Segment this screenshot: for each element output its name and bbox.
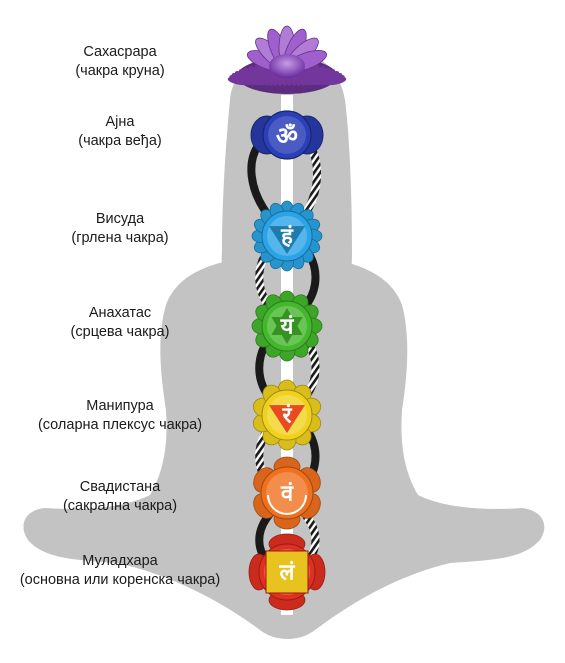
label-sahasrara: Сахасрара (чакра круна): [0, 43, 240, 81]
chakra-manipura-icon: रं: [252, 379, 322, 451]
label-anahata: Анахатас (срцева чакра): [0, 304, 240, 342]
chakra-icons: ॐ हं यं रं वं लं: [248, 110, 326, 611]
label-ajna: Ајна (чакра веђа): [0, 113, 240, 151]
chakra-ajna-symbol: ॐ: [276, 122, 298, 150]
chakra-svadhisthana-icon: वं: [253, 456, 321, 530]
chakra-vishuddha-symbol: हं: [280, 225, 294, 250]
chakra-muladhara-icon: लं: [248, 533, 326, 611]
chakra-name: Висуда: [95, 211, 145, 227]
chakra-ajna-icon: ॐ: [250, 110, 324, 160]
chakra-subtitle: (чакра круна): [75, 63, 165, 79]
chakra-subtitle: (соларна плексус чакра): [37, 417, 203, 433]
chakra-subtitle: (срцева чакра): [70, 324, 170, 340]
chakra-anahata-symbol: यं: [280, 315, 295, 340]
chakra-anahata-icon: यं: [251, 290, 323, 362]
chakra-subtitle: (сакрална чакра): [62, 498, 178, 514]
label-manipura: Манипура (соларна плексус чакра): [0, 397, 240, 435]
crown-lotus-icon: [227, 25, 347, 94]
chakra-name: Манипура: [86, 398, 154, 414]
chakra-name: Муладхара: [82, 553, 158, 569]
chakra-muladhara-symbol: लं: [279, 561, 296, 586]
chakra-subtitle: (основна или коренска чакра): [19, 572, 221, 588]
chakra-subtitle: (грлена чакра): [71, 230, 169, 246]
label-vishuddha: Висуда (грлена чакра): [0, 210, 240, 248]
chakra-subtitle: (чакра веђа): [78, 133, 162, 149]
chakra-name: Свадистана: [79, 479, 161, 495]
chakra-manipura-symbol: रं: [282, 404, 293, 429]
chakra-svadhisthana-symbol: वं: [280, 482, 294, 507]
chakra-name: Анахатас: [88, 305, 152, 321]
chakra-name: Сахасрара: [83, 44, 157, 60]
label-svadhisthana: Свадистана (сакрална чакра): [0, 478, 240, 516]
chakra-vishuddha-icon: हं: [251, 200, 323, 272]
label-muladhara: Муладхара (основна или коренска чакра): [0, 552, 240, 590]
chakra-name: Ајна: [105, 114, 135, 130]
